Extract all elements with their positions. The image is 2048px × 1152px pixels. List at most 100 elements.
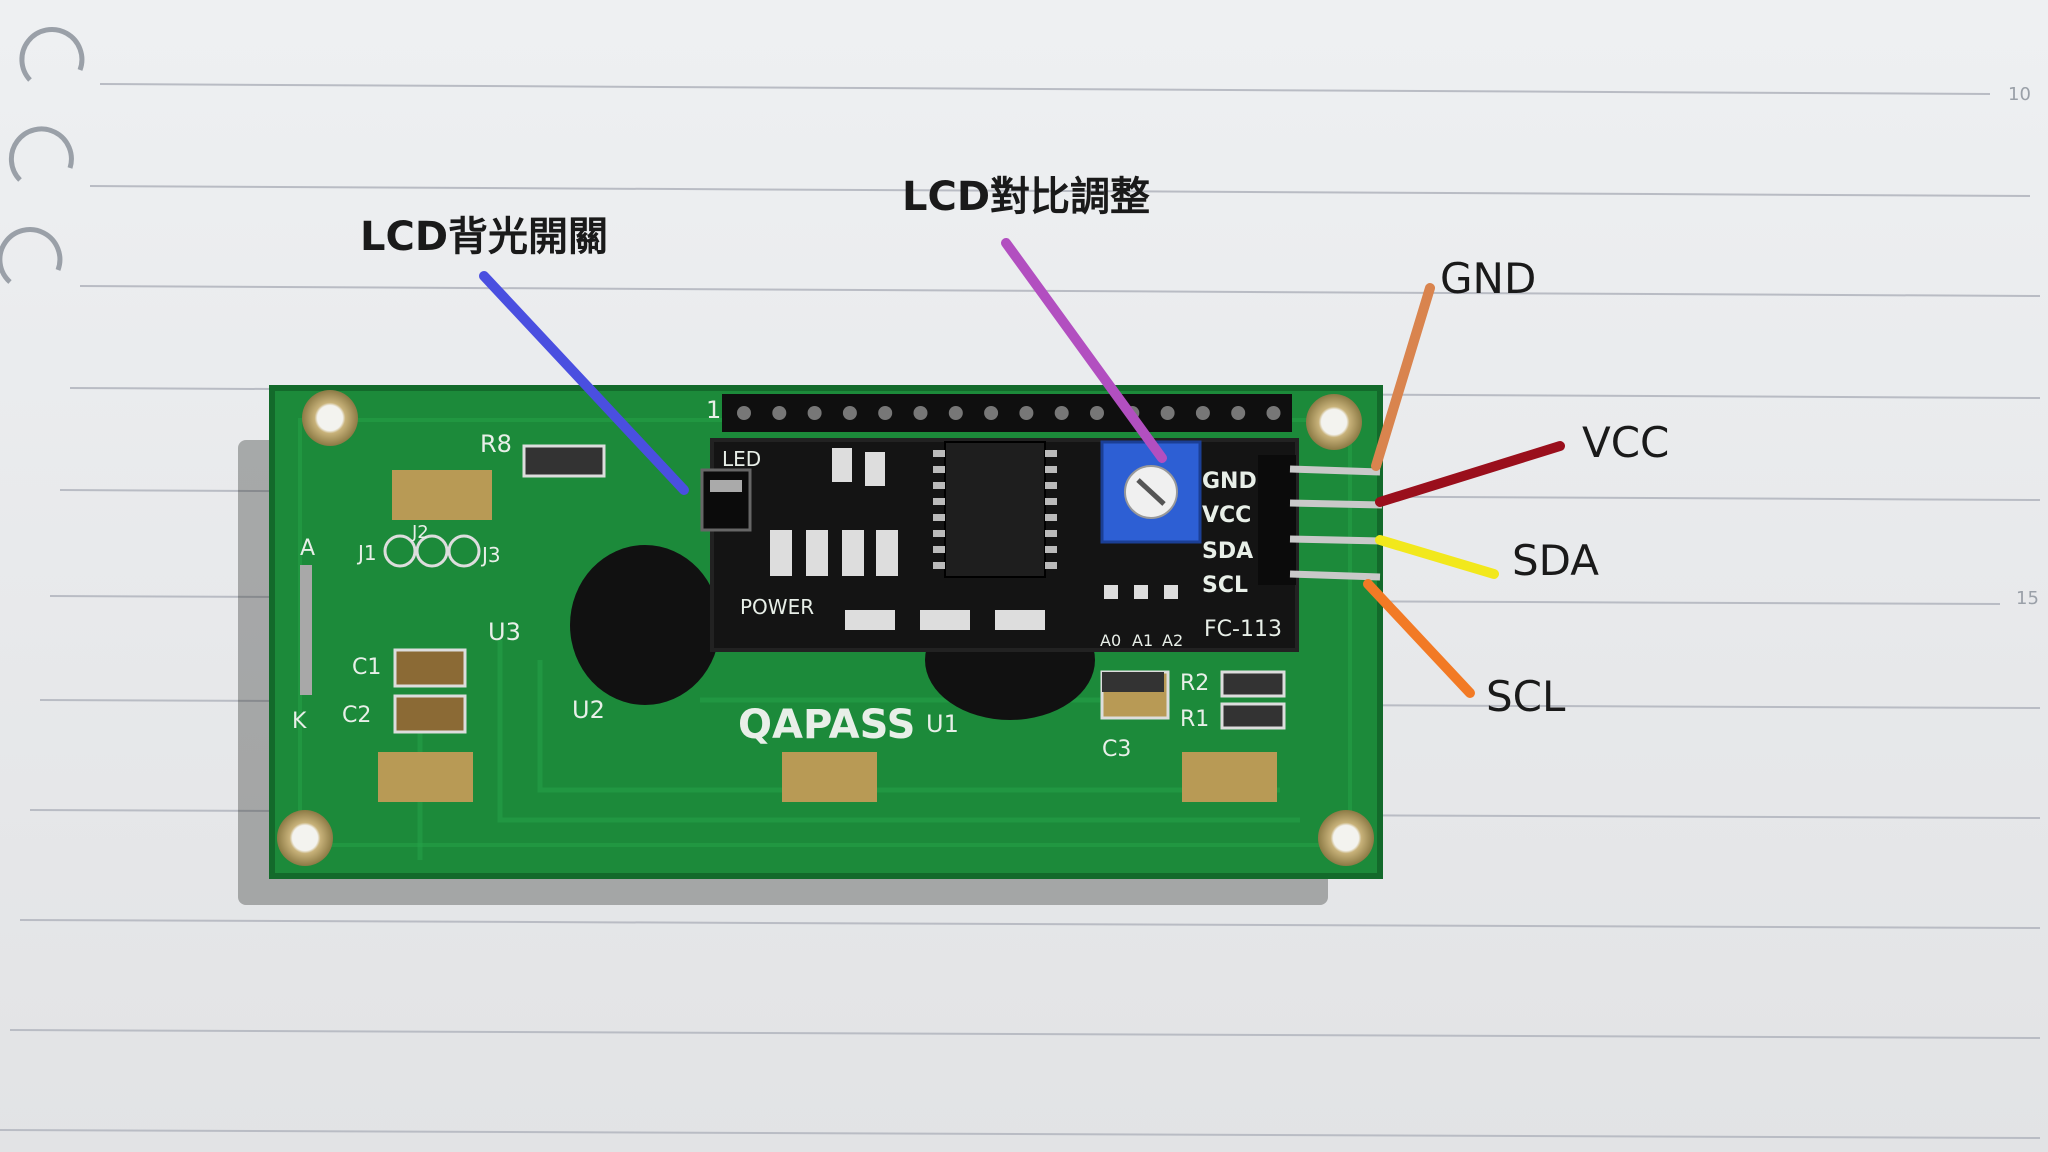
- ic-leg: [933, 546, 945, 553]
- line-scl: [1363, 579, 1475, 698]
- resistor-r8: [522, 444, 606, 478]
- header-pin: [1054, 406, 1069, 420]
- label-j3: J3: [480, 543, 501, 567]
- header-pin: [737, 406, 751, 420]
- cap-c2: [393, 694, 467, 734]
- label-led: LED: [722, 447, 761, 471]
- ic-leg: [1045, 466, 1057, 473]
- gold-pad: [392, 470, 492, 520]
- label-a: A: [300, 536, 315, 561]
- label-k: K: [292, 709, 307, 734]
- smd-part: [832, 448, 852, 482]
- pad-j2: [415, 534, 449, 568]
- knob-slot: [1136, 478, 1166, 506]
- line-contrast: [1001, 238, 1167, 463]
- header-pins: [737, 406, 1281, 420]
- pad-j3: [447, 534, 481, 568]
- label-pin-sda: SDA: [1202, 539, 1253, 564]
- line-backlight: [479, 271, 689, 495]
- mounting-hole: [1318, 810, 1374, 866]
- header-pin: [807, 406, 822, 420]
- mounting-hole: [1306, 394, 1362, 450]
- label-a1: A1: [1132, 631, 1153, 650]
- addr-pad: [1134, 585, 1148, 599]
- label-c3: C3: [1102, 737, 1131, 762]
- smd-part: [842, 530, 864, 576]
- i2c-pins: [1289, 465, 1383, 581]
- label-pin-vcc: VCC: [1202, 503, 1251, 528]
- gold-pad: [782, 752, 877, 802]
- cap-c1: [393, 648, 467, 688]
- ic-leg: [933, 514, 945, 521]
- label-r1: R1: [1180, 707, 1209, 732]
- label-pin-scl: SCL: [1202, 573, 1248, 598]
- ic-leg: [933, 562, 945, 569]
- ic-leg: [933, 450, 945, 457]
- header-pin: [842, 406, 857, 420]
- label-a2: A2: [1162, 631, 1183, 650]
- i2c-pin-header: [1258, 455, 1296, 585]
- resistor-r2: [1220, 670, 1286, 698]
- ic-leg: [1045, 530, 1057, 537]
- header-pin: [1019, 406, 1034, 420]
- ic-leg: [933, 482, 945, 489]
- label-r8: R8: [480, 430, 512, 458]
- jumper-contact: [710, 480, 742, 492]
- edge-pins: [300, 565, 312, 695]
- header-pin: [1266, 406, 1281, 420]
- label-contrast-adjust: LCD對比調整: [902, 174, 1151, 220]
- ic-leg: [1045, 514, 1057, 521]
- ic-leg: [1045, 562, 1057, 569]
- line-gnd: [1371, 283, 1435, 471]
- callout-lines: [479, 238, 1565, 698]
- ic-leg: [933, 466, 945, 473]
- ic-leg: [933, 530, 945, 537]
- label-c1: C1: [352, 655, 381, 680]
- header-pin: [878, 406, 893, 420]
- pad-j1: [383, 534, 417, 568]
- resistor-r2b: [1102, 672, 1164, 692]
- header-pin: [1231, 406, 1246, 420]
- ic-leg: [1045, 498, 1057, 505]
- header-pin: [948, 406, 963, 420]
- header-pin: [1160, 406, 1175, 420]
- label-u1: U1: [926, 710, 959, 738]
- ic-legs: [933, 450, 1057, 569]
- label-a0: A0: [1100, 631, 1121, 650]
- header-pin: [1090, 406, 1104, 420]
- ic-leg: [1045, 450, 1057, 457]
- label-power: POWER: [740, 595, 814, 619]
- label-model: FC-113: [1204, 617, 1282, 642]
- ic-pcf8574: [944, 441, 1046, 578]
- header-pin: [913, 406, 928, 420]
- ruler-mark-10: 10: [2008, 84, 2031, 105]
- label-c2: C2: [342, 703, 371, 728]
- label-pin-gnd: GND: [1202, 469, 1257, 494]
- label-pin1: 1: [706, 396, 721, 424]
- gold-pad: [1182, 752, 1277, 802]
- label-u2: U2: [572, 696, 605, 724]
- addr-pad: [1164, 585, 1178, 599]
- resistor-r1: [1220, 702, 1286, 730]
- smd-part: [845, 610, 895, 630]
- smd-part: [770, 530, 792, 576]
- label-scl: SCL: [1486, 672, 1566, 721]
- smd-part: [806, 530, 828, 576]
- header-pin: [1195, 406, 1210, 420]
- brand-logo: QAPASS: [738, 702, 915, 748]
- chip-u2: [570, 545, 720, 705]
- label-vcc: VCC: [1582, 418, 1670, 467]
- ic-leg: [1045, 546, 1057, 553]
- gold-pad: [378, 752, 473, 802]
- line-sda: [1375, 535, 1499, 579]
- smd-part: [995, 610, 1045, 630]
- i2c-module: 1 LED POWER GND VCC SDA SCL A0 A1 A2 FC-…: [700, 394, 1383, 652]
- label-j1: J1: [356, 541, 377, 565]
- label-sda: SDA: [1512, 536, 1599, 585]
- ruler-mark-15: 15: [2016, 588, 2039, 609]
- smd-part: [876, 530, 898, 576]
- mounting-hole: [302, 390, 358, 446]
- label-backlight-switch: LCD背光開關: [360, 214, 609, 260]
- ic-leg: [1045, 482, 1057, 489]
